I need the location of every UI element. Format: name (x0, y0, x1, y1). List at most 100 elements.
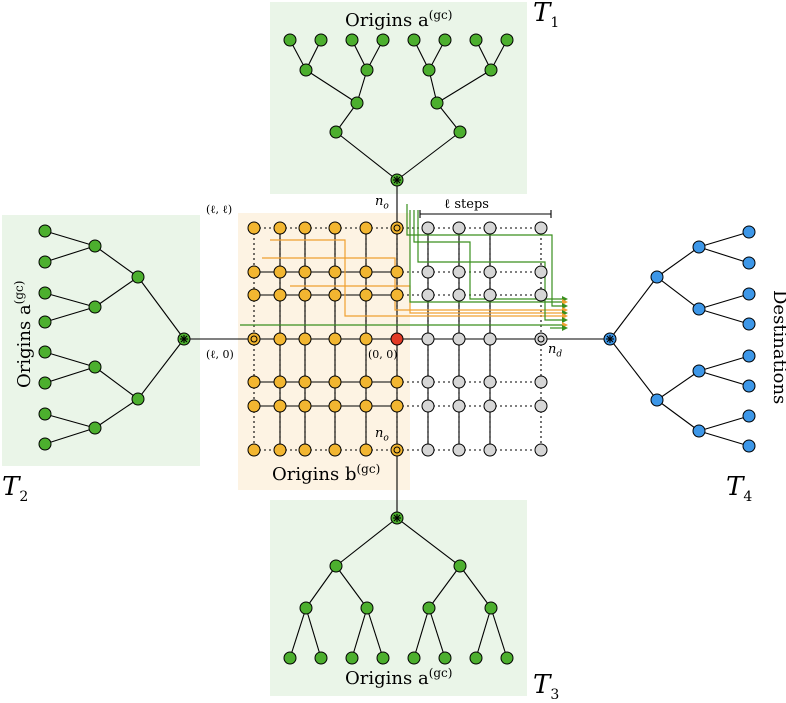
t4-node (650, 270, 664, 284)
t3-leaf-node (438, 651, 452, 665)
t2-node (131, 392, 145, 406)
edge (490, 607, 508, 659)
bottom-origins-label: Origins a(gc) (345, 666, 453, 689)
grid-origin-node (359, 399, 373, 413)
t1-node (360, 63, 374, 77)
edge (137, 338, 185, 400)
edge (44, 292, 96, 308)
edge (428, 607, 446, 659)
grid-origin-node (359, 265, 373, 279)
grid-node (452, 265, 466, 279)
grid-origin-node (247, 288, 261, 302)
edge (335, 517, 398, 567)
grid-origin-node (390, 375, 404, 389)
t4-node (692, 364, 706, 378)
grid-center-node (390, 332, 404, 346)
grid-origin-node (390, 265, 404, 279)
edge (393, 514, 401, 522)
t2-leaf-node (38, 376, 52, 390)
t2-leaf-node (38, 437, 52, 451)
grid-origins-label: Origins b(gc) (272, 462, 381, 485)
t4-node (692, 424, 706, 438)
panel-grid-origins (238, 213, 410, 490)
flow-path (417, 210, 562, 321)
grid-origin-node (328, 399, 342, 413)
edge (459, 565, 492, 609)
grid-origin-node (298, 288, 312, 302)
t1-leaf-node (500, 33, 514, 47)
grid-node (452, 375, 466, 389)
t1-node (453, 125, 467, 139)
edge (335, 565, 368, 609)
tree-t3-label: T3 (533, 670, 560, 703)
tree-t4-label: T4 (726, 472, 753, 506)
grid-origin-node (273, 265, 287, 279)
grid-destination-node (534, 332, 548, 346)
edges (44, 39, 750, 659)
edge (656, 370, 700, 401)
node-no-bottom-label: no (375, 426, 389, 444)
edge (44, 245, 96, 263)
t3-node (360, 601, 374, 615)
t1-leaf-node (314, 33, 328, 47)
edge (44, 427, 96, 445)
t3-leaf-node (407, 651, 421, 665)
edge (656, 246, 700, 278)
t2-leaf-node (38, 407, 52, 421)
grid-node (534, 265, 548, 279)
t3-node (484, 601, 498, 615)
panels (2, 2, 527, 696)
grid-origin-node (298, 375, 312, 389)
t2-leaf-node (38, 345, 52, 359)
node-no-top-label: no (375, 194, 389, 212)
t4-leaf-node (742, 439, 756, 453)
t1-leaf-node (376, 33, 390, 47)
flow-path (262, 257, 562, 311)
grid-origin-node (359, 375, 373, 389)
grid-origin-node (298, 443, 312, 457)
edge (656, 399, 700, 432)
flow-arrowhead (562, 325, 568, 331)
grid-origin-node (273, 332, 287, 346)
grid-origin-ring-node (390, 221, 404, 235)
grid-origin-node (247, 399, 261, 413)
destinations-label: Destinations (769, 290, 786, 405)
t1-node (299, 63, 313, 77)
grid-node (534, 399, 548, 413)
t2-node (88, 239, 102, 253)
t1-leaf-node (438, 33, 452, 47)
t2-leaf-node (38, 224, 52, 238)
grid-origin-node (328, 375, 342, 389)
edge (698, 246, 750, 264)
flow-path (406, 204, 562, 307)
edge (94, 398, 139, 429)
steps-label: ℓ steps (444, 197, 489, 212)
t4-leaf-node (742, 225, 756, 239)
t1-leaf-node (283, 33, 297, 47)
grid-node (483, 265, 497, 279)
grid-node (483, 375, 497, 389)
node-ring (393, 224, 401, 232)
flow-paths (240, 204, 568, 331)
t3-node (422, 601, 436, 615)
grid-node (421, 399, 435, 413)
grid-origin-node (273, 288, 287, 302)
edge (698, 415, 750, 432)
grid-node (483, 332, 497, 346)
t2-leaf-node (38, 286, 52, 300)
grid-origin-node (273, 443, 287, 457)
grid-origin-node (298, 265, 312, 279)
edge (335, 131, 398, 181)
edge (393, 176, 401, 184)
t3-leaf-node (345, 651, 359, 665)
edge (656, 276, 700, 310)
edge (396, 517, 461, 567)
t1-leaf-node (345, 33, 359, 47)
edge (609, 276, 658, 340)
grid-node (421, 332, 435, 346)
flow-path (413, 210, 562, 300)
edge (413, 607, 430, 659)
grid-node (421, 375, 435, 389)
grid-node (452, 221, 466, 235)
